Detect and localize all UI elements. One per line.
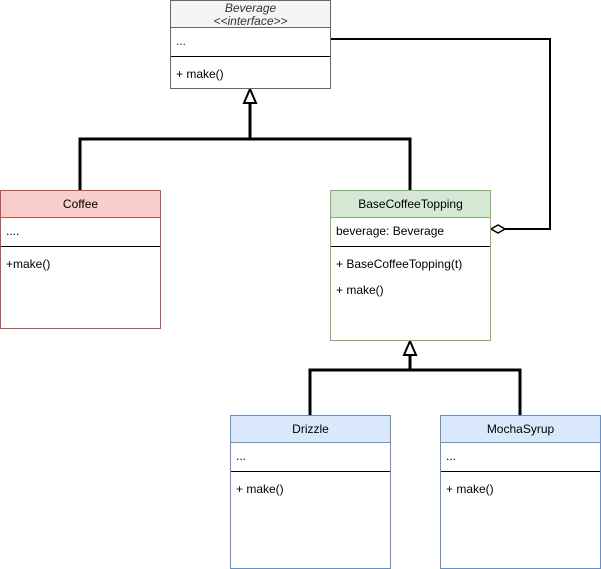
operation: + make() — [336, 283, 384, 297]
inheritance-arrowhead-beverage — [242, 86, 258, 104]
edge-aggregation-beverage[interactable] — [331, 38, 551, 230]
class-name: MochaSyrup — [486, 422, 555, 436]
class-name: BaseCoffeeTopping — [358, 197, 463, 211]
class-header: Beverage <<interface>> — [171, 1, 330, 28]
class-attributes: ... — [171, 28, 330, 57]
class-attributes: ... — [441, 443, 600, 472]
class-header: Coffee — [1, 191, 160, 218]
class-stereotype: <<interface>> — [213, 14, 288, 28]
class-operations: + make() — [231, 472, 390, 502]
class-mocha-syrup[interactable]: MochaSyrup ... + make() — [440, 415, 601, 569]
aggregation-diamond — [489, 224, 507, 234]
edge-drizzle-to-topping[interactable] — [308, 355, 412, 415]
class-coffee[interactable]: Coffee .... +make() — [0, 190, 161, 329]
class-drizzle[interactable]: Drizzle ... + make() — [230, 415, 391, 569]
operation: +make() — [6, 257, 51, 271]
class-header: MochaSyrup — [441, 416, 600, 443]
operation: + make() — [176, 67, 224, 81]
class-operations: + BaseCoffeeTopping(t) + make() — [331, 247, 490, 303]
class-attributes: .... — [1, 218, 160, 247]
class-operations: + make() — [441, 472, 600, 502]
class-operations: +make() — [1, 247, 160, 277]
operation: + make() — [236, 482, 284, 496]
inheritance-arrowhead-topping — [402, 338, 418, 356]
edge-mocha-to-topping[interactable] — [410, 368, 522, 415]
edge-coffee-to-beverage[interactable] — [78, 103, 252, 190]
class-attributes: ... — [231, 443, 390, 472]
operation: + make() — [446, 482, 494, 496]
class-header: Drizzle — [231, 416, 390, 443]
operation: + BaseCoffeeTopping(t) — [336, 257, 463, 271]
class-attributes: beverage: Beverage — [331, 218, 490, 247]
class-header: BaseCoffeeTopping — [331, 191, 490, 218]
class-beverage[interactable]: Beverage <<interface>> ... + make() — [170, 0, 331, 89]
class-base-coffee-topping[interactable]: BaseCoffeeTopping beverage: Beverage + B… — [330, 190, 491, 341]
class-name: Coffee — [62, 197, 99, 211]
class-name: Beverage — [224, 1, 277, 15]
class-operations: + make() — [171, 57, 330, 87]
class-name: Drizzle — [292, 422, 329, 436]
edge-topping-to-beverage[interactable] — [250, 137, 412, 190]
